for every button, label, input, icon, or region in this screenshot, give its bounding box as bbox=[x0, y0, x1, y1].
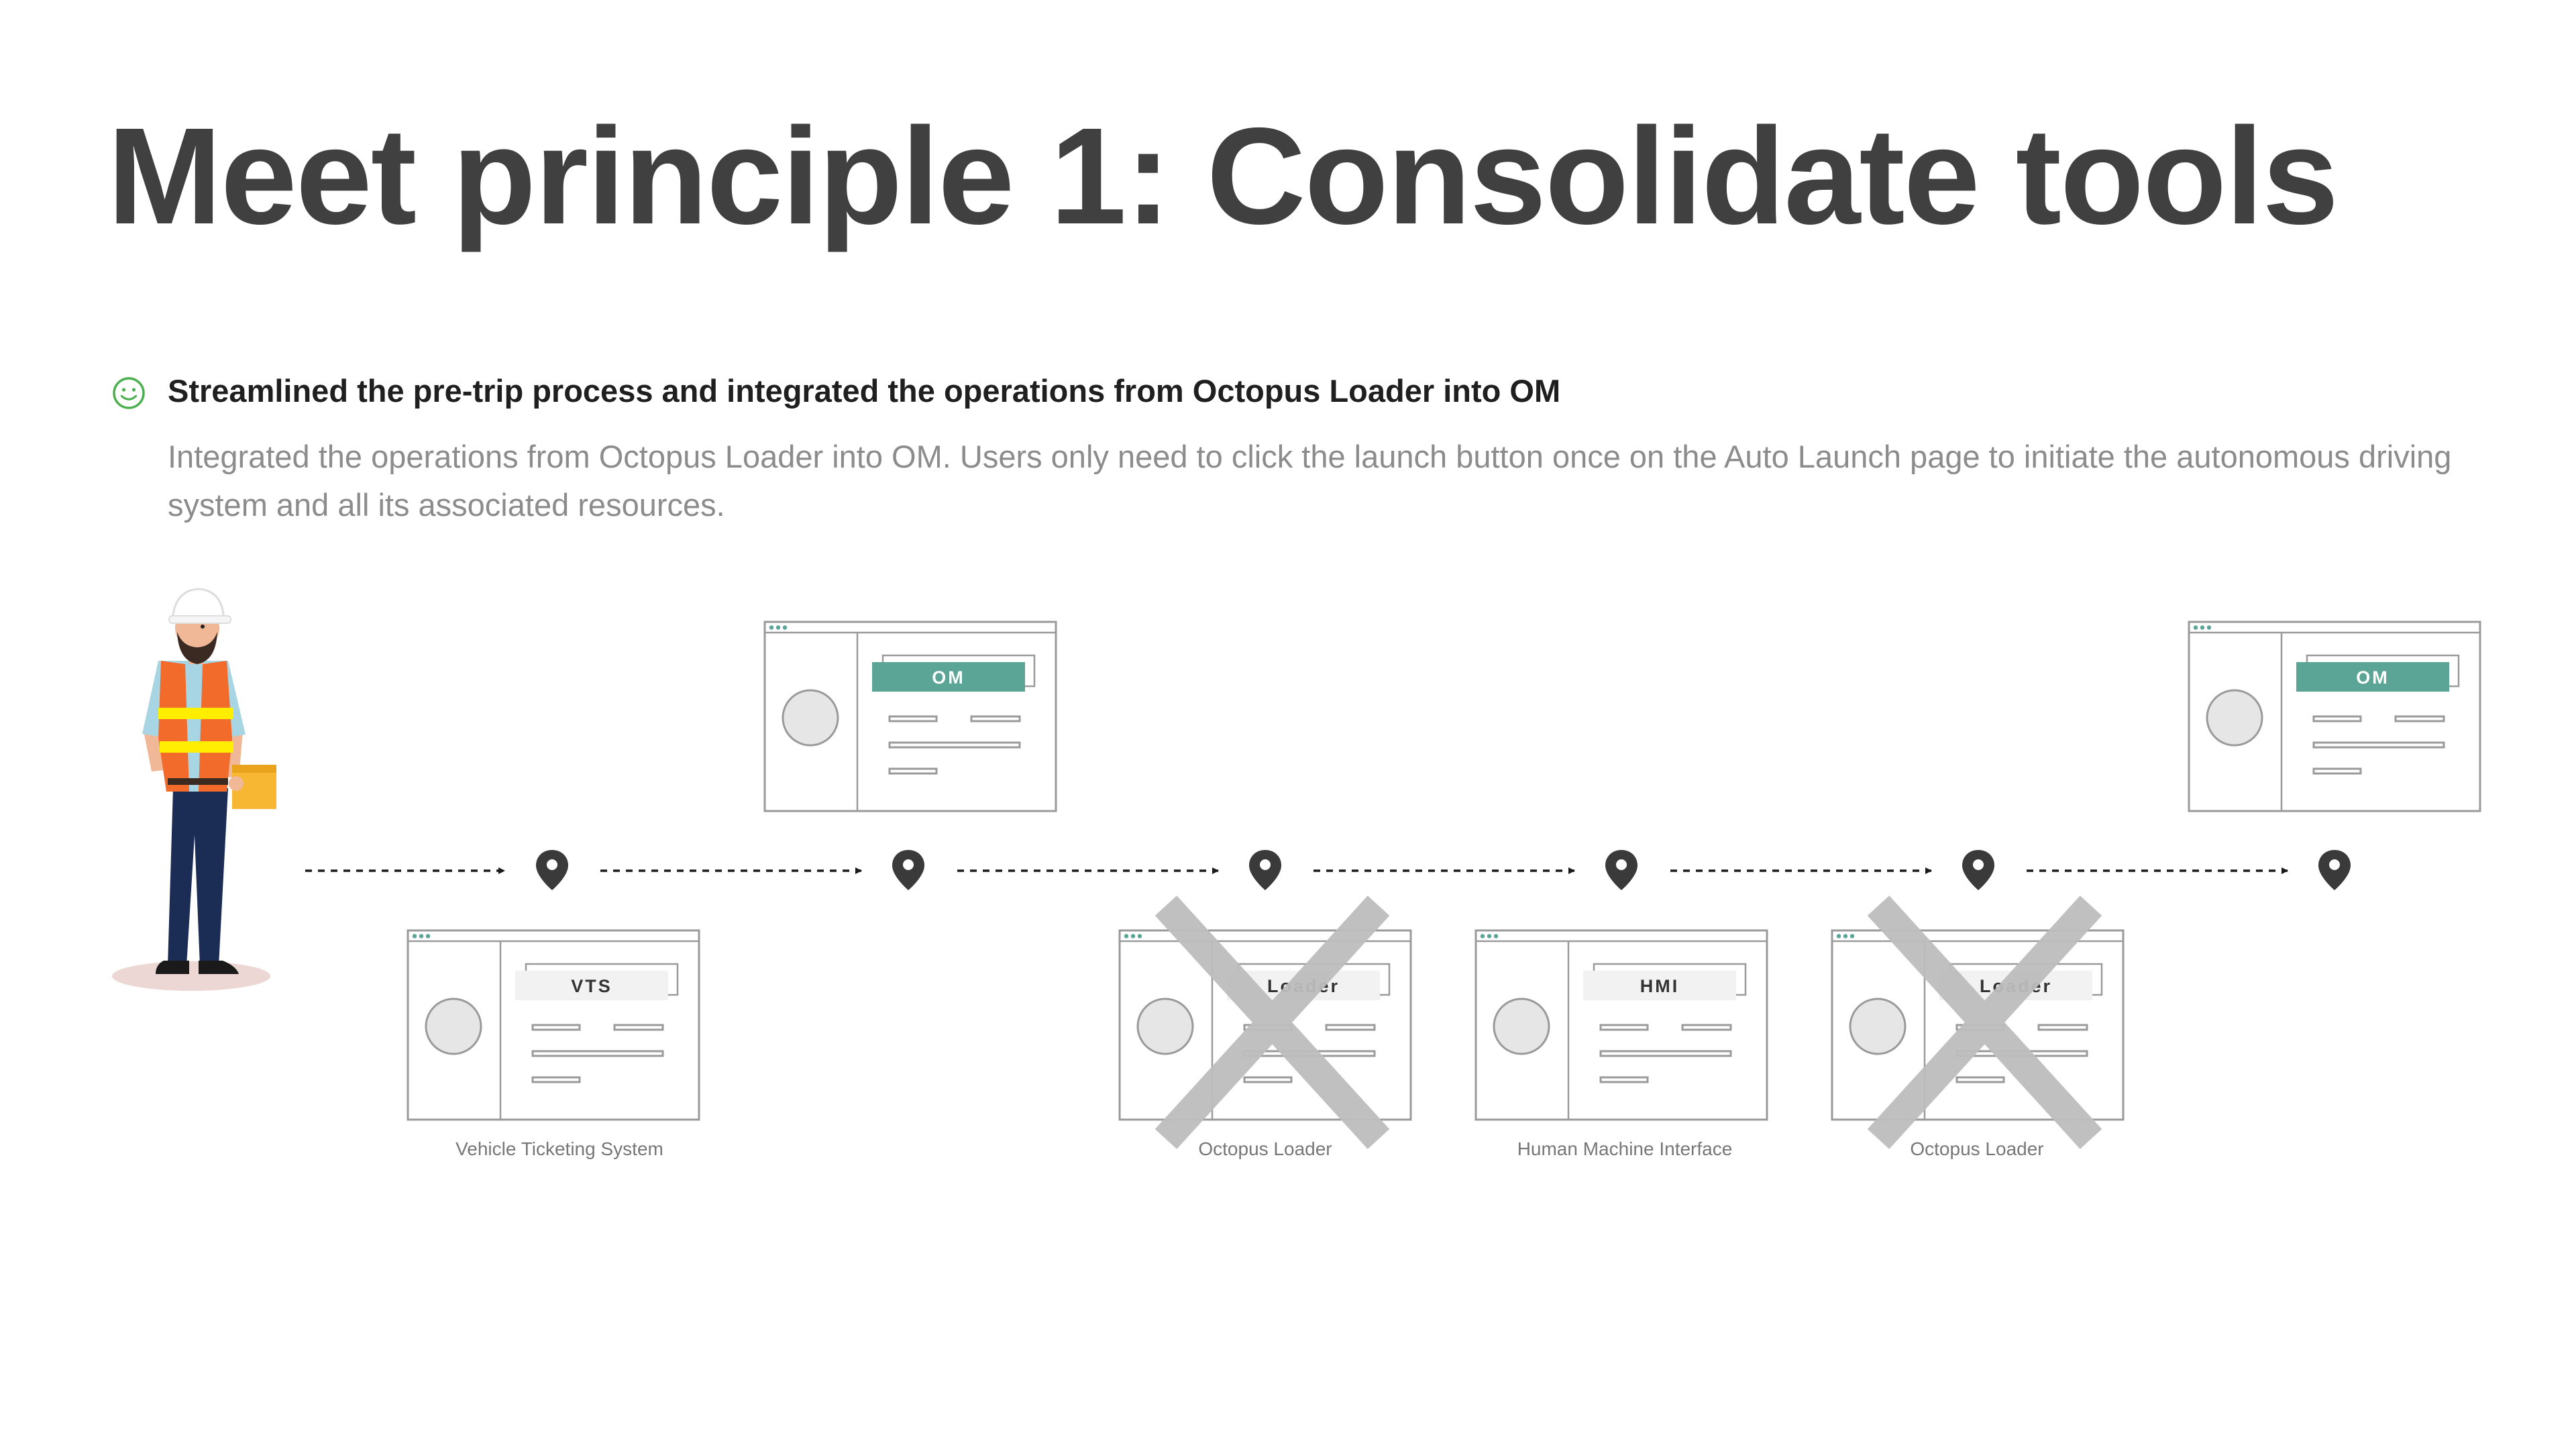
om-window-2: OM bbox=[2188, 621, 2481, 812]
window-label: OM bbox=[2356, 667, 2390, 688]
location-pin-icon bbox=[1249, 850, 1281, 890]
point-body: Integrated the operations from Octopus L… bbox=[168, 439, 2452, 523]
removed-cross-icon bbox=[1155, 896, 1390, 1149]
location-pin-icon bbox=[892, 850, 924, 890]
hmi-window: HMI bbox=[1474, 929, 1768, 1121]
location-pin-icon bbox=[2318, 850, 2351, 890]
location-pin-icon bbox=[1605, 850, 1638, 890]
worker-illustration bbox=[112, 588, 276, 991]
window-caption: Octopus Loader bbox=[1910, 1138, 2043, 1159]
window-label: VTS bbox=[571, 976, 612, 996]
smile-icon bbox=[113, 377, 145, 409]
window-label: OM bbox=[932, 667, 965, 688]
point-heading: Streamlined the pre-trip process and int… bbox=[168, 373, 1561, 409]
page-title: Meet principle 1: Consolidate tools bbox=[107, 99, 2339, 253]
location-pin-icon bbox=[536, 850, 568, 890]
window-caption: Human Machine Interface bbox=[1517, 1138, 1733, 1159]
vts-window: VTS bbox=[407, 929, 700, 1121]
window-caption: Vehicle Ticketing System bbox=[455, 1138, 663, 1159]
window-label: HMI bbox=[1640, 976, 1680, 996]
om-window-1: OM bbox=[763, 621, 1057, 812]
window-caption: Octopus Loader bbox=[1198, 1138, 1332, 1159]
location-pin-icon bbox=[1962, 850, 1994, 890]
removed-cross-icon bbox=[1867, 896, 2102, 1149]
